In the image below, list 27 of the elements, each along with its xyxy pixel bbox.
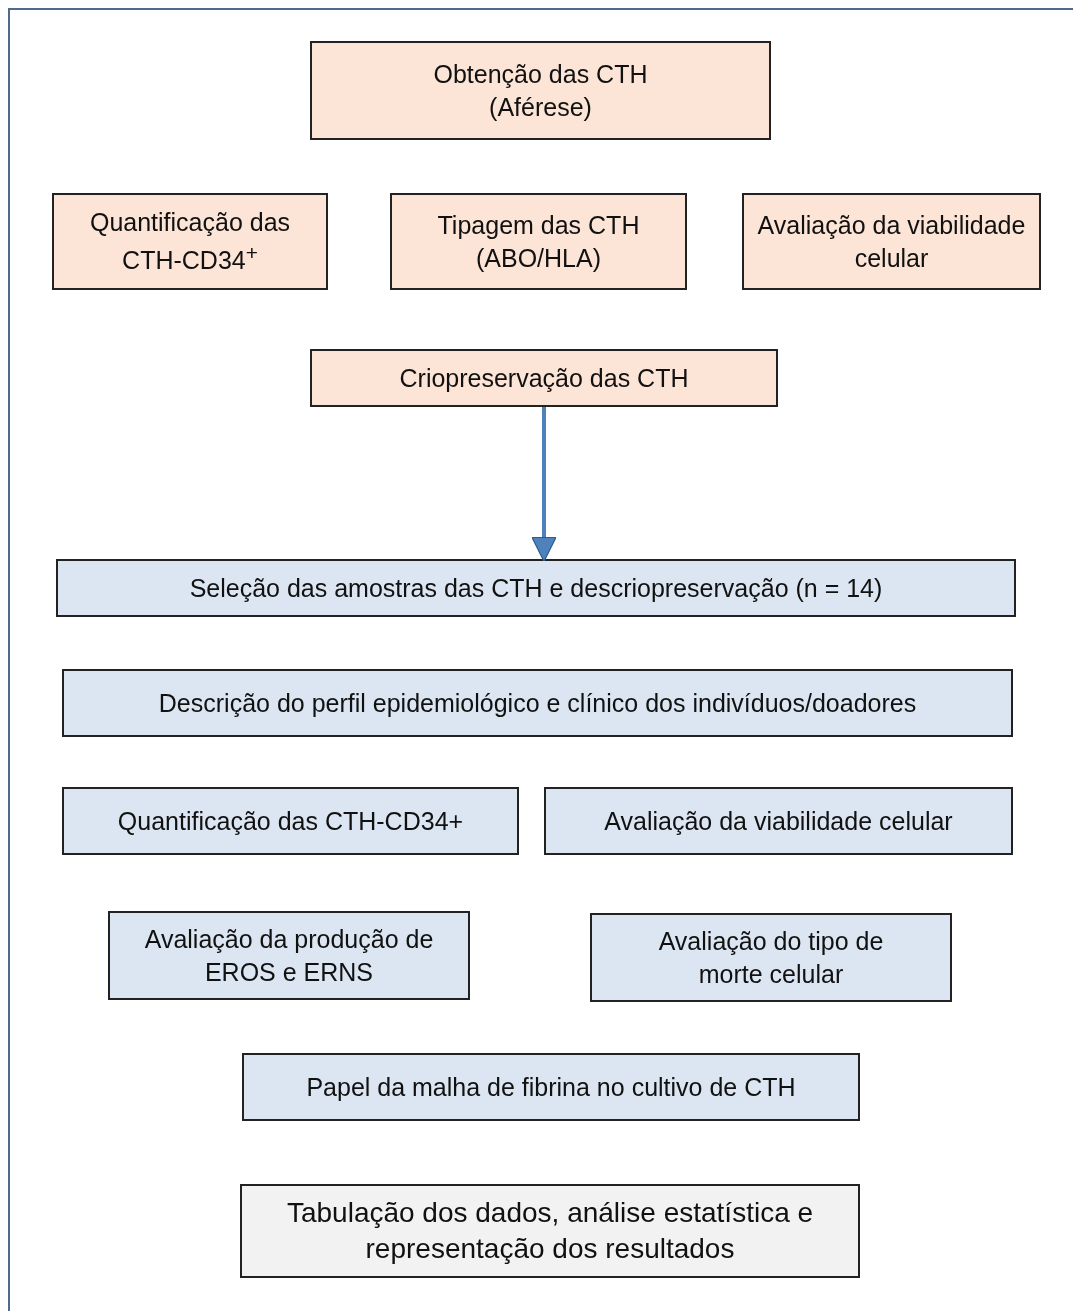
box-text: Avaliação do tipo de morte celular <box>657 926 885 990</box>
process-box <box>52 193 328 290</box>
process-box <box>62 669 1013 737</box>
box-text: Tipagem das CTH (ABO/HLA) <box>436 210 641 274</box>
box-text: Quantificação das CTH-CD34+ <box>117 805 464 837</box>
process-box <box>240 1184 860 1278</box>
box-text: Tabulação dos dados, análise estatística e representação dos resultados <box>285 1195 815 1266</box>
box-text: Quantificação das CTH-CD34$^{+}$ <box>88 207 292 277</box>
arrow <box>531 407 557 562</box>
box-text: Papel da malha de fibrina no cultivo de CTH <box>306 1071 796 1103</box>
box-text: Obtenção das CTH (Aférese) <box>432 59 649 123</box>
process-box <box>310 349 778 407</box>
box-text: Seleção das amostras das CTH e descriopreservação (n = 14) <box>189 572 883 604</box>
box-text: Avaliação da produção de EROS e ERNS <box>143 924 435 988</box>
process-box <box>742 193 1041 290</box>
box-text: Avaliação da viabilidade celular <box>756 210 1027 274</box>
process-box <box>242 1053 860 1121</box>
process-box <box>590 913 952 1002</box>
process-box <box>310 41 771 140</box>
box-text: Avaliação da viabilidade celular <box>604 805 953 837</box>
box-text: Descrição do perfil epidemiológico e clínico dos indivíduos/doadores <box>158 687 917 719</box>
process-box <box>108 911 470 1000</box>
process-box <box>62 787 519 855</box>
process-box <box>544 787 1013 855</box>
process-box <box>390 193 687 290</box>
process-box <box>56 559 1016 617</box>
box-text: Criopreservação das CTH <box>399 362 689 394</box>
